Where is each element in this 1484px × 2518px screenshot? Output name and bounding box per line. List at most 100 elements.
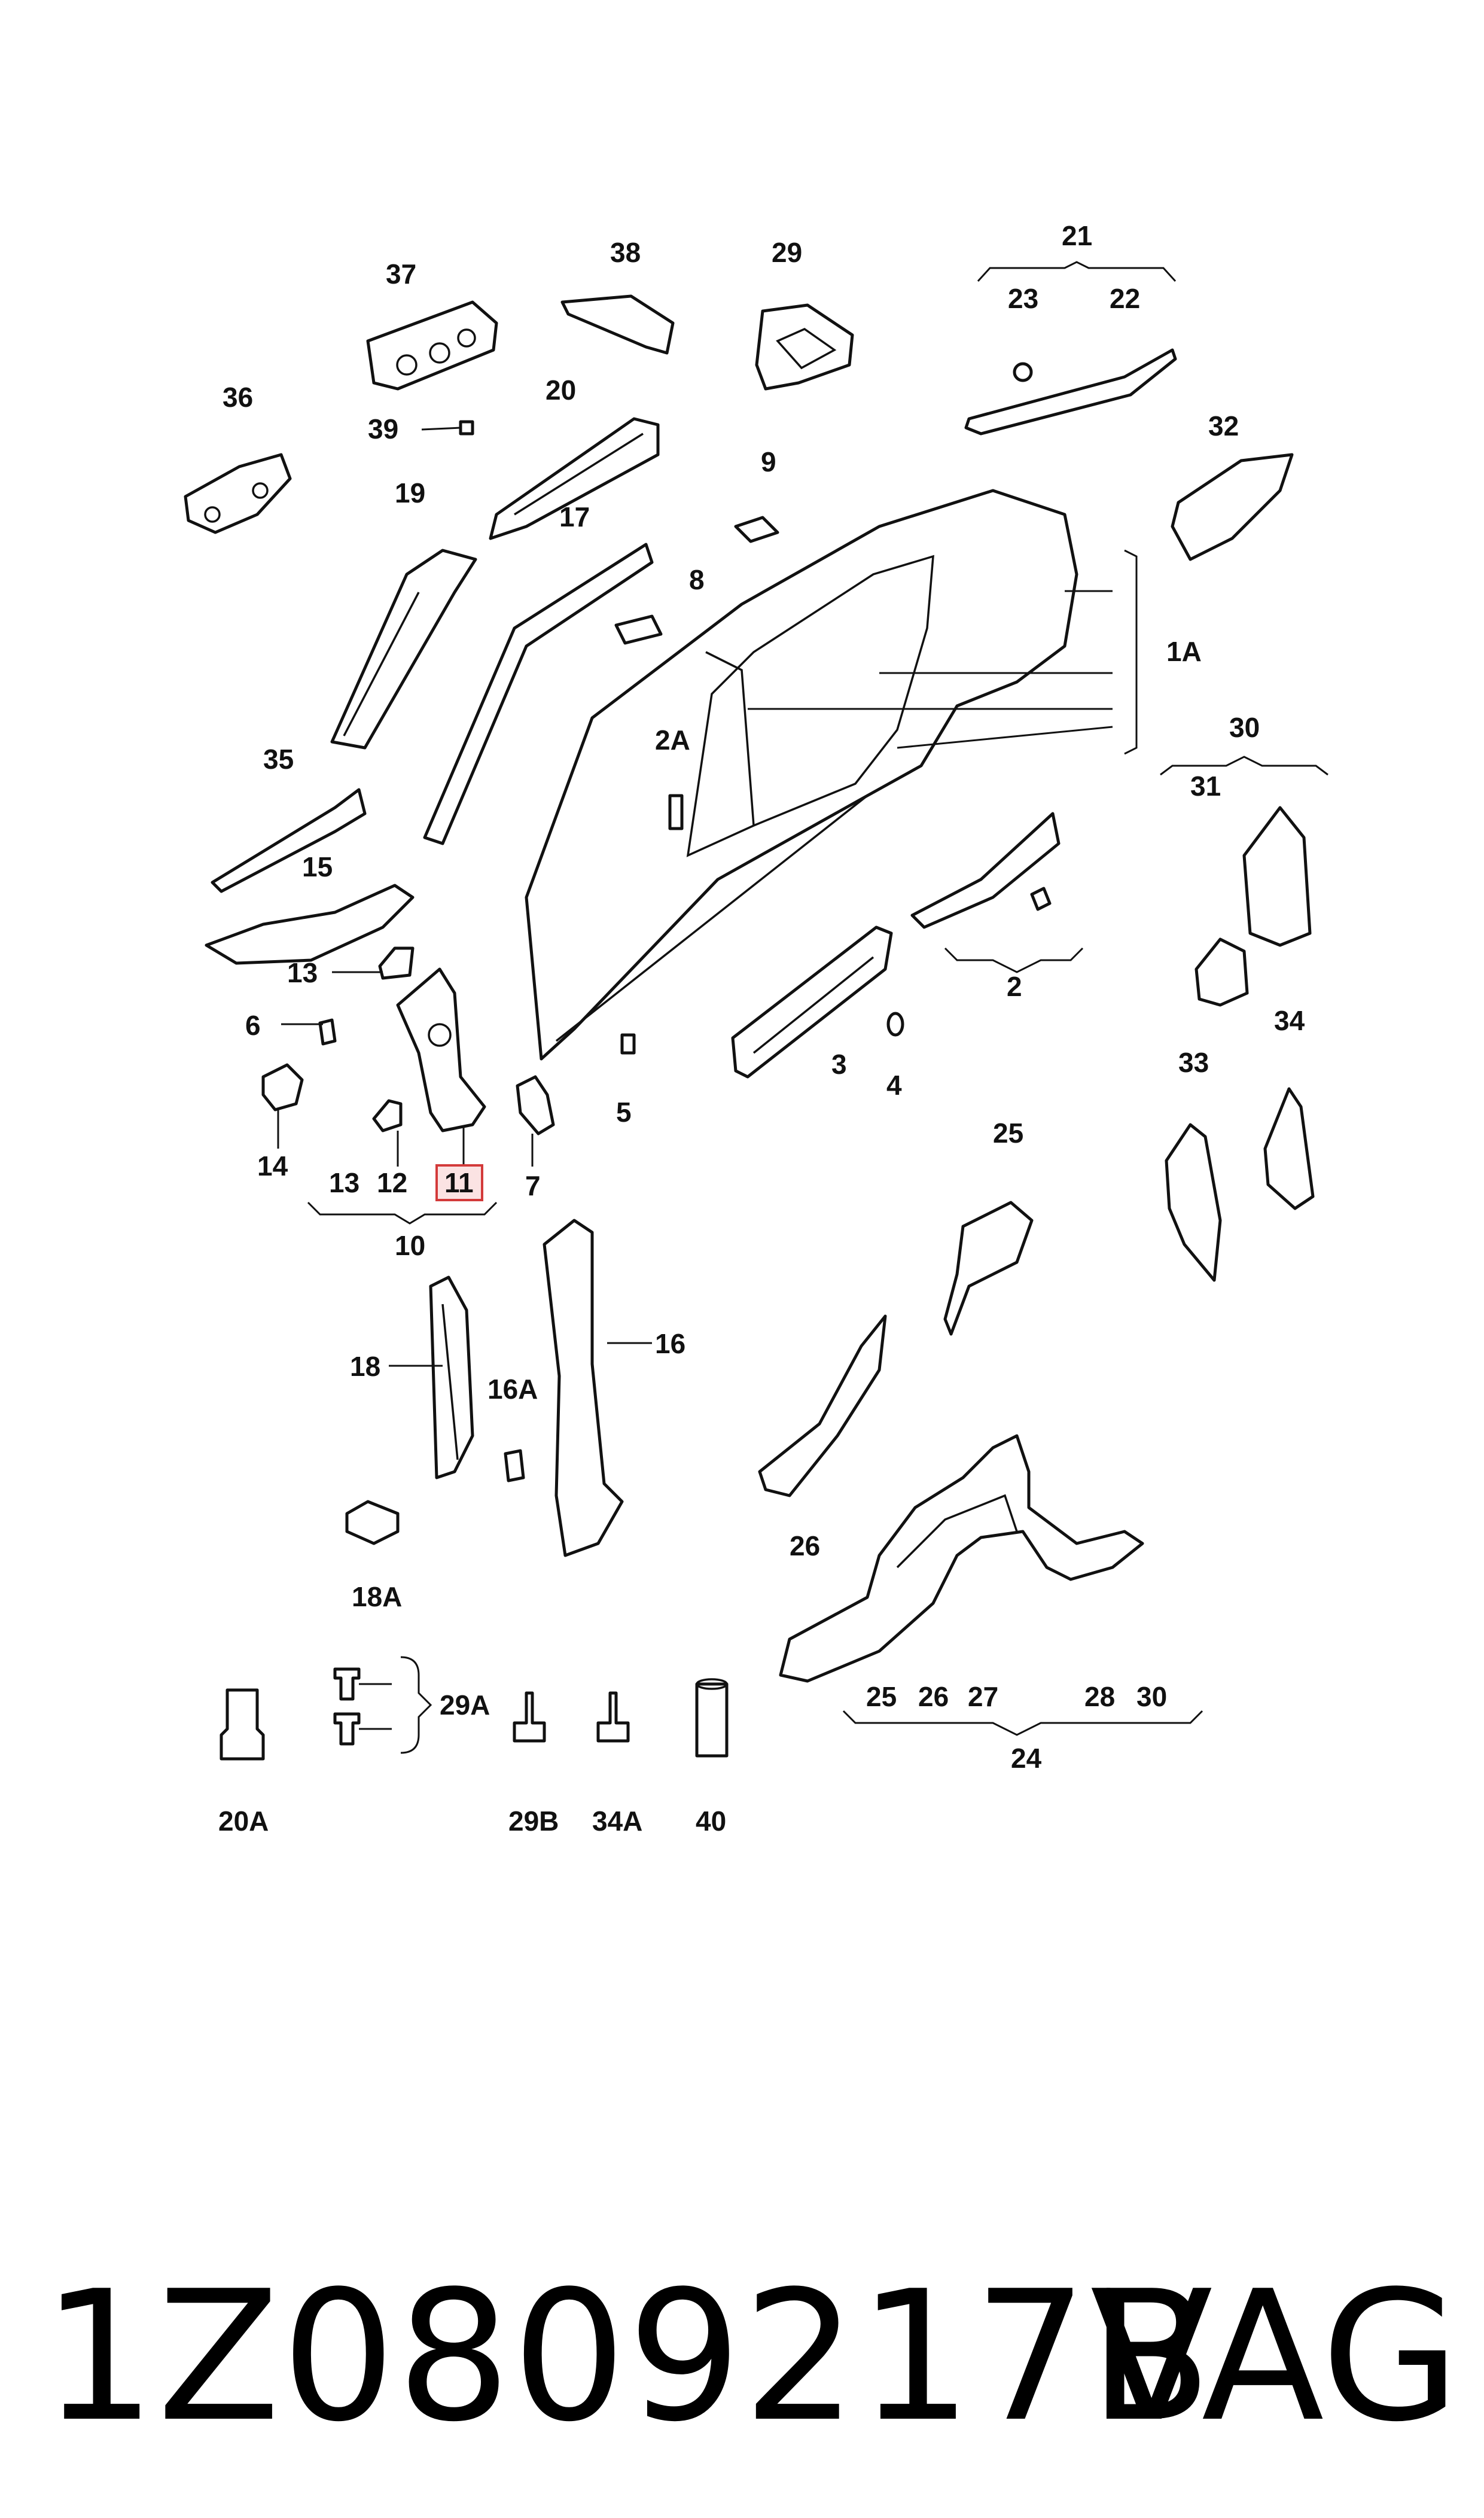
label-22: 22 bbox=[1110, 283, 1140, 314]
label-37: 37 bbox=[386, 258, 416, 290]
brand-name: VAG bbox=[1090, 2252, 1460, 2461]
part-23-drawing bbox=[1013, 362, 1033, 382]
label-4: 4 bbox=[886, 1070, 902, 1101]
label-34A: 34A bbox=[592, 1805, 642, 1837]
footer: 1Z0809217B VAG bbox=[0, 2249, 1484, 2465]
label-18: 18 bbox=[350, 1351, 380, 1382]
label-29A: 29A bbox=[440, 1689, 490, 1721]
label-7: 7 bbox=[525, 1170, 541, 1201]
label-1A: 1A bbox=[1166, 636, 1202, 667]
part-31-drawing bbox=[1194, 937, 1249, 1007]
label-30-bottom: 30 bbox=[1136, 1681, 1167, 1712]
label-36: 36 bbox=[223, 382, 253, 413]
label-27: 27 bbox=[968, 1681, 998, 1712]
part-7-drawing bbox=[516, 1075, 555, 1135]
label-8: 8 bbox=[689, 564, 705, 595]
part-18-drawing bbox=[429, 1275, 474, 1479]
label-16A: 16A bbox=[487, 1374, 538, 1405]
label-9: 9 bbox=[761, 446, 776, 477]
label-29: 29 bbox=[772, 237, 802, 268]
part-9-drawing bbox=[734, 516, 779, 543]
label-20: 20 bbox=[546, 374, 576, 406]
part-19-drawing bbox=[330, 549, 477, 750]
label-14: 14 bbox=[257, 1150, 288, 1182]
part-32-drawing bbox=[1171, 453, 1294, 561]
part-8-drawing bbox=[614, 614, 663, 645]
label-39: 39 bbox=[368, 413, 398, 444]
label-33: 33 bbox=[1178, 1047, 1209, 1078]
part-29A-drawing bbox=[333, 1656, 432, 1754]
callout-labels: 37 38 29 21 23 22 36 20 39 32 9 19 17 8 … bbox=[218, 220, 1305, 1837]
part-16A-drawing bbox=[504, 1449, 525, 1482]
label-20A: 20A bbox=[218, 1805, 269, 1837]
part-33-drawing bbox=[1165, 1123, 1222, 1282]
leader-lines bbox=[277, 261, 1328, 1736]
part-13-upper-drawing bbox=[378, 946, 415, 980]
label-31: 31 bbox=[1190, 771, 1221, 802]
label-24: 24 bbox=[1011, 1743, 1042, 1774]
label-34: 34 bbox=[1274, 1005, 1305, 1036]
part-11-drawing bbox=[396, 967, 486, 1132]
label-13-lower: 13 bbox=[329, 1167, 359, 1198]
part-24-drawing bbox=[779, 1434, 1144, 1683]
label-32: 32 bbox=[1208, 410, 1239, 442]
label-23: 23 bbox=[1008, 283, 1038, 314]
label-25-bottom: 25 bbox=[866, 1681, 897, 1712]
part-37-drawing bbox=[366, 300, 498, 391]
label-13-upper: 13 bbox=[287, 957, 318, 988]
label-40: 40 bbox=[696, 1805, 726, 1837]
part-12-drawing bbox=[372, 1099, 403, 1132]
part-34-drawing bbox=[1263, 1087, 1315, 1210]
part-22-drawing bbox=[964, 348, 1177, 436]
part-40-drawing bbox=[695, 1678, 729, 1758]
part-29-drawing bbox=[755, 303, 854, 391]
part-38-drawing bbox=[560, 294, 675, 355]
part-25-drawing bbox=[943, 1201, 1034, 1336]
label-26-mid: 26 bbox=[790, 1530, 820, 1561]
label-35: 35 bbox=[263, 744, 294, 775]
part-29B-drawing bbox=[513, 1691, 546, 1743]
part-39-drawing bbox=[421, 420, 474, 436]
label-21: 21 bbox=[1062, 220, 1092, 251]
part-5-drawing bbox=[620, 1033, 636, 1055]
part-2-drawing bbox=[910, 812, 1061, 929]
part-11-highlight bbox=[435, 1164, 483, 1201]
label-26-bottom: 26 bbox=[918, 1681, 949, 1712]
part-16-drawing bbox=[543, 1219, 624, 1557]
part-34A-drawing bbox=[596, 1691, 630, 1743]
label-5: 5 bbox=[616, 1097, 632, 1128]
part-14-drawing bbox=[261, 1063, 304, 1112]
label-2A: 2A bbox=[655, 724, 690, 756]
label-10: 10 bbox=[395, 1230, 425, 1261]
part-15-drawing bbox=[205, 884, 415, 965]
part-20A-drawing bbox=[220, 1688, 265, 1761]
part-35-drawing bbox=[211, 788, 367, 893]
part-1A-drawing bbox=[525, 489, 1078, 1061]
part-17-drawing bbox=[423, 543, 654, 845]
label-17: 17 bbox=[559, 501, 590, 532]
part-30-drawing bbox=[1242, 806, 1312, 947]
label-6: 6 bbox=[245, 1010, 261, 1041]
part-18A-drawing bbox=[345, 1500, 400, 1545]
label-3: 3 bbox=[831, 1049, 847, 1080]
label-18A: 18A bbox=[352, 1581, 402, 1612]
label-15: 15 bbox=[302, 851, 333, 882]
label-2: 2 bbox=[1007, 971, 1022, 1002]
part-20-drawing bbox=[489, 417, 660, 540]
label-11: 11 bbox=[444, 1167, 474, 1198]
parts-diagram: 37 38 29 21 23 22 36 20 39 32 9 19 17 8 … bbox=[184, 220, 1328, 1837]
label-29B: 29B bbox=[508, 1805, 559, 1837]
part-4-drawing bbox=[886, 1012, 904, 1037]
part-3-drawing bbox=[731, 925, 893, 1079]
label-38: 38 bbox=[610, 237, 641, 268]
part-number: 1Z0809217B bbox=[42, 2252, 1214, 2461]
label-19: 19 bbox=[395, 477, 425, 509]
part-26-drawing bbox=[758, 1314, 887, 1497]
part-6-drawing bbox=[318, 1018, 337, 1046]
part-2A-drawing bbox=[668, 794, 684, 830]
label-28: 28 bbox=[1084, 1681, 1115, 1712]
label-25-top: 25 bbox=[993, 1118, 1023, 1149]
label-30-top: 30 bbox=[1229, 712, 1260, 743]
part-36-drawing bbox=[184, 453, 292, 534]
label-16: 16 bbox=[655, 1328, 685, 1359]
